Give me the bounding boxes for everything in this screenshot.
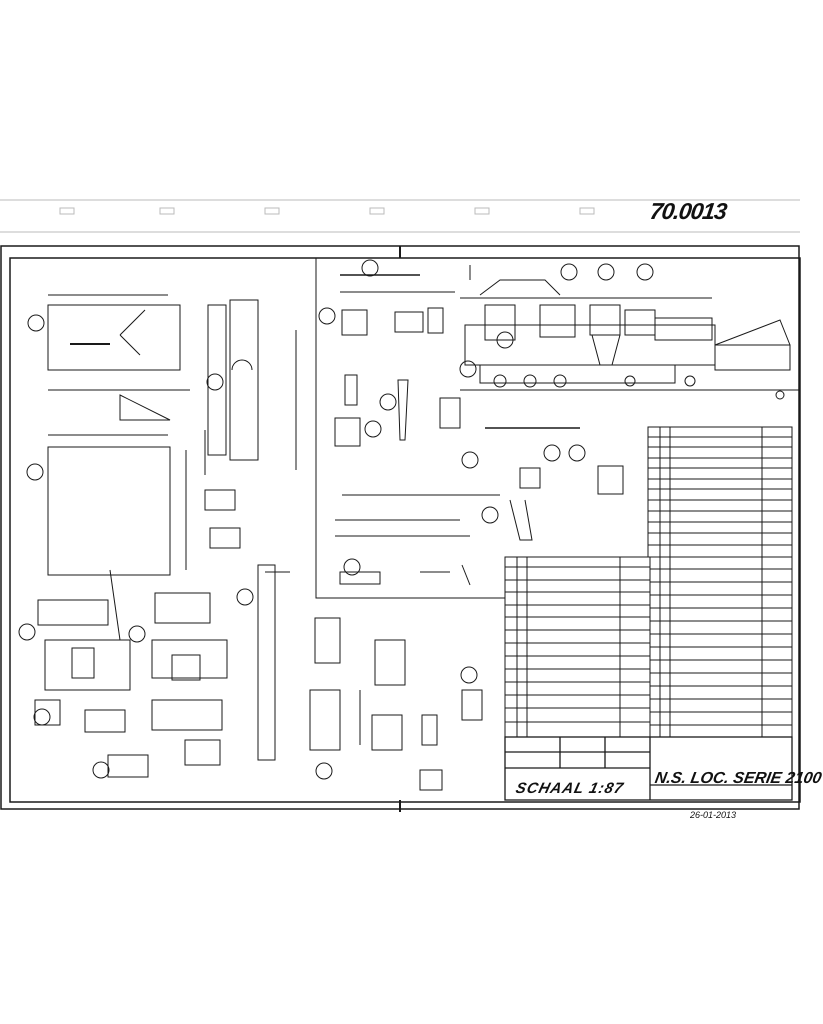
footer-reference: 26-01-2013 [690, 810, 737, 820]
subframe [315, 258, 505, 599]
sheet-border [0, 245, 801, 812]
middle-upper-parts [334, 274, 624, 586]
parts-list-upper [647, 426, 793, 558]
technical-drawing [0, 199, 801, 812]
locomotive-elevation [460, 265, 800, 400]
title-block-scale: SCHAAL 1:87 [513, 780, 626, 797]
title-block-frame [504, 736, 793, 801]
top-strip [0, 199, 800, 233]
drawing-number: 70.0013 [648, 198, 729, 224]
lower-left-parts [34, 564, 483, 791]
title-block-title: N.S. LOC. SERIE 2100 [653, 770, 823, 787]
parts-list-lower [504, 556, 793, 738]
left-parts [47, 294, 297, 576]
